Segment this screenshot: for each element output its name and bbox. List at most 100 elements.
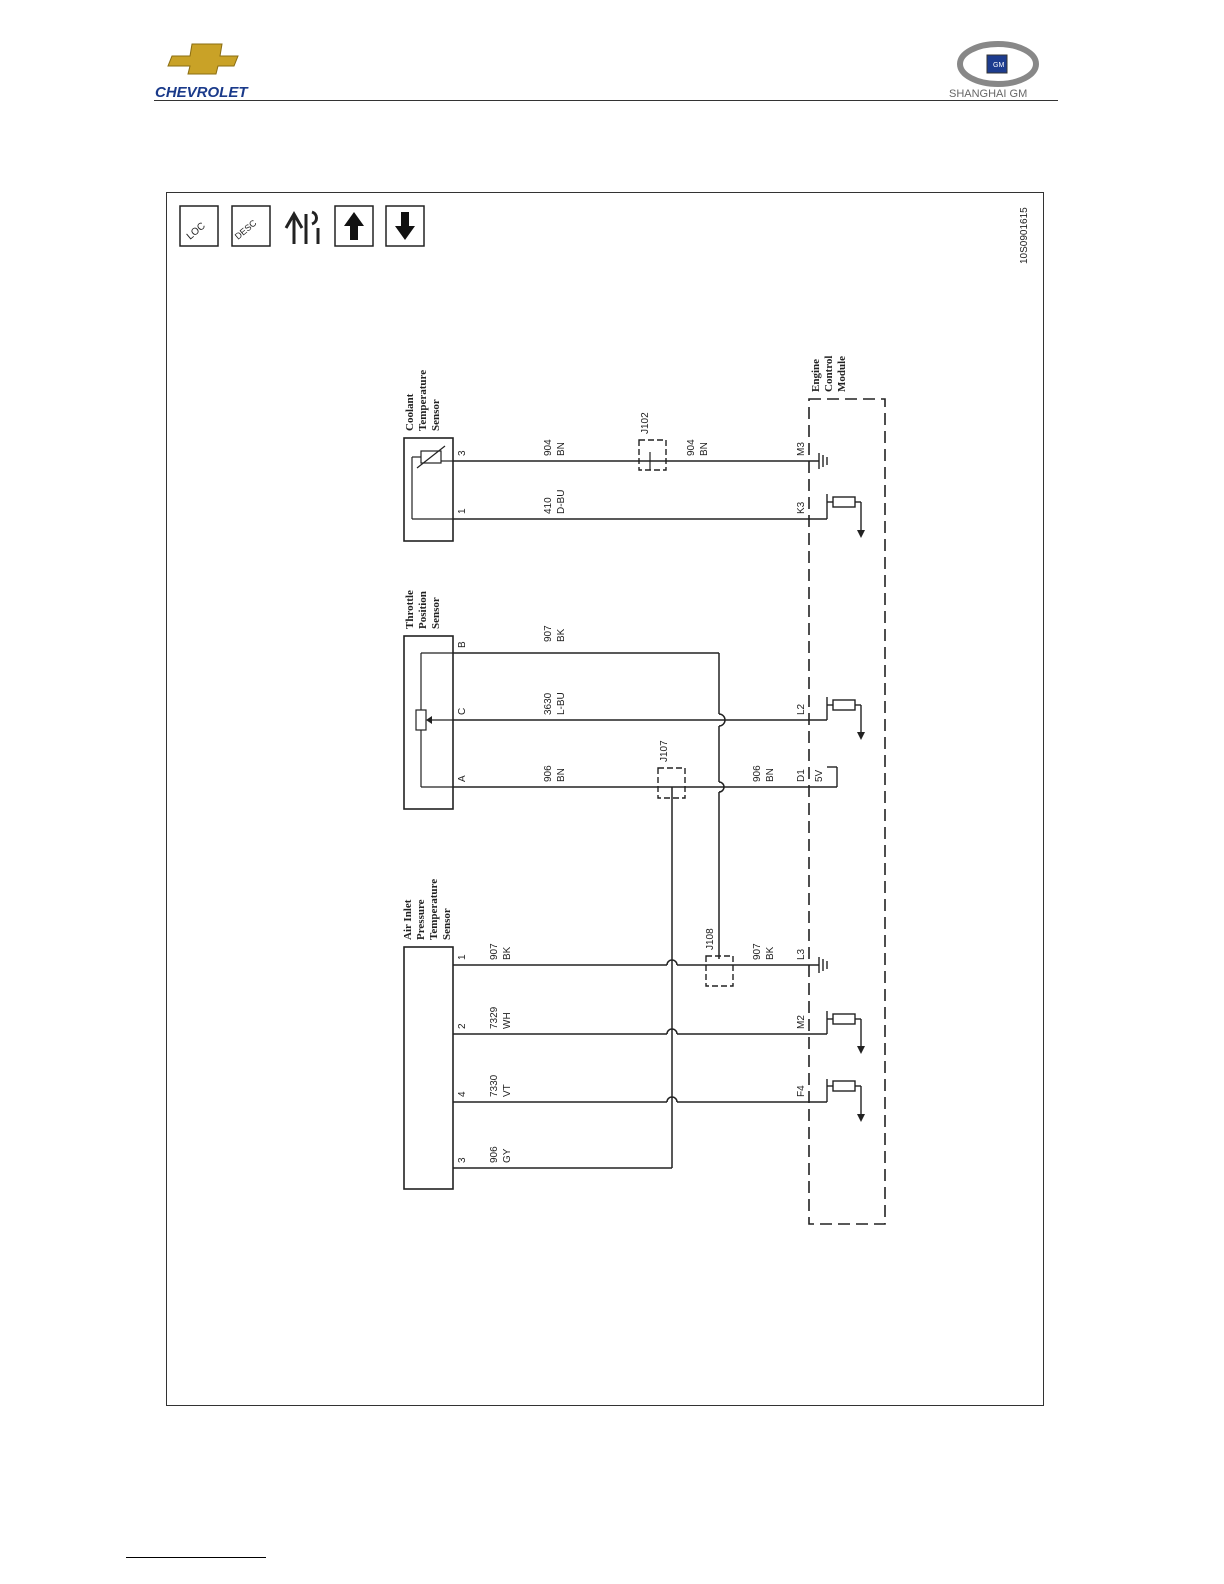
svg-text:BK: BK <box>502 946 513 960</box>
loc-button[interactable]: LOC <box>179 205 219 247</box>
svg-text:Sensor: Sensor <box>430 399 442 431</box>
wire-air-inlet-4: 4 7330 VT F4 <box>453 1074 827 1103</box>
svg-text:Module: Module <box>836 356 848 392</box>
svg-text:VT: VT <box>502 1084 513 1097</box>
down-arrow-icon <box>395 212 415 240</box>
svg-text:907: 907 <box>489 943 500 960</box>
svg-text:D1: D1 <box>796 769 807 782</box>
svg-text:Air Inlet: Air Inlet <box>402 899 414 940</box>
desc-button[interactable]: DESC <box>231 205 271 247</box>
coolant-sensor-box <box>403 437 454 542</box>
svg-text:L2: L2 <box>796 703 807 715</box>
svg-text:BN: BN <box>556 768 567 782</box>
splice-j108: J108 <box>705 928 734 987</box>
potentiometer-icon <box>415 652 453 788</box>
svg-text:907: 907 <box>752 943 763 960</box>
svg-text:2: 2 <box>457 1023 468 1029</box>
tools-icon[interactable] <box>284 210 320 244</box>
svg-text:Temperature: Temperature <box>417 370 429 431</box>
svg-text:BK: BK <box>765 946 776 960</box>
svg-text:1: 1 <box>457 954 468 960</box>
gm-badge-text: GM <box>993 62 1004 69</box>
up-arrow-icon <box>344 212 364 240</box>
svg-text:Sensor: Sensor <box>441 908 453 940</box>
svg-text:WH: WH <box>502 1012 513 1029</box>
svg-text:Control: Control <box>823 356 835 392</box>
pullup-resistor-icon-l2 <box>826 697 865 740</box>
up-arrow-button[interactable] <box>334 205 374 247</box>
svg-text:5V: 5V <box>814 769 825 782</box>
wire-air-inlet-1: 1 907 BK 907 BK L3 <box>453 943 819 966</box>
svg-text:906: 906 <box>543 765 554 782</box>
wire-air-inlet-3: 3 906 GY <box>453 1146 672 1169</box>
svg-text:BK: BK <box>556 628 567 642</box>
svg-text:L3: L3 <box>796 948 807 960</box>
svg-text:A: A <box>457 775 468 782</box>
svg-text:Position: Position <box>417 591 429 629</box>
svg-text:907: 907 <box>543 625 554 642</box>
svg-text:BN: BN <box>556 442 567 456</box>
svg-text:3630: 3630 <box>543 692 554 715</box>
shanghai-gm-wordmark: SHANGHAI GM <box>949 88 1028 100</box>
svg-text:3: 3 <box>457 1157 468 1163</box>
svg-text:7330: 7330 <box>489 1074 500 1097</box>
throttle-sensor-label: Throttle Position Sensor <box>404 590 442 629</box>
svg-text:4: 4 <box>457 1091 468 1097</box>
wire-coolant-3: 3 904 BN 904 BN M3 <box>453 439 819 462</box>
svg-text:410: 410 <box>543 497 554 514</box>
svg-text:C: C <box>457 708 468 715</box>
splice-j107: J107 <box>657 740 686 1168</box>
pullup-resistor-icon-k3 <box>826 494 865 538</box>
svg-text:Coolant: Coolant <box>404 393 416 431</box>
wire-throttle-a: A 906 BN 906 BN D1 5V <box>453 765 837 788</box>
air-inlet-sensor-box <box>403 946 454 1190</box>
splice-j102: J102 <box>638 412 667 471</box>
svg-text:J108: J108 <box>705 928 716 950</box>
svg-text:M3: M3 <box>796 442 807 456</box>
svg-text:GY: GY <box>502 1148 513 1163</box>
svg-text:L-BU: L-BU <box>556 692 567 715</box>
figure-id: 10S0901615 <box>1019 207 1030 264</box>
svg-text:BN: BN <box>699 442 710 456</box>
svg-text:904: 904 <box>543 439 554 456</box>
footnote-rule <box>126 1557 266 1558</box>
throttle-sensor-box <box>403 635 454 810</box>
wire-throttle-c: C 3630 L-BU L2 <box>453 692 827 721</box>
svg-text:F4: F4 <box>796 1085 807 1097</box>
thermistor-icon <box>411 445 453 520</box>
coolant-sensor-label: Coolant Temperature Sensor <box>404 370 442 431</box>
svg-text:Engine: Engine <box>810 359 822 392</box>
pullup-resistor-icon-m2 <box>826 1011 865 1054</box>
ground-icon-l3 <box>818 957 828 973</box>
svg-text:J102: J102 <box>640 412 651 434</box>
svg-text:906: 906 <box>752 765 763 782</box>
pullup-resistor-icon-f4 <box>826 1079 865 1122</box>
diagram-frame <box>166 192 1044 1406</box>
svg-text:M2: M2 <box>796 1015 807 1029</box>
wire-coolant-1: 1 410 D-BU K3 <box>453 490 827 520</box>
header-divider <box>154 100 1058 101</box>
svg-text:Throttle: Throttle <box>404 590 416 629</box>
svg-text:7329: 7329 <box>489 1006 500 1029</box>
ecm-box <box>808 398 886 1225</box>
ground-icon-m3 <box>818 453 828 469</box>
svg-text:K3: K3 <box>796 501 807 514</box>
svg-text:1: 1 <box>457 508 468 514</box>
svg-text:904: 904 <box>686 439 697 456</box>
wire-air-inlet-2: 2 7329 WH M2 <box>453 1006 827 1035</box>
air-inlet-sensor-label: Air Inlet Pressure Temperature Sensor <box>402 879 453 940</box>
svg-text:BN: BN <box>765 768 776 782</box>
svg-text:J107: J107 <box>659 740 670 762</box>
svg-text:906: 906 <box>489 1146 500 1163</box>
svg-text:Temperature: Temperature <box>428 879 440 940</box>
svg-text:Pressure: Pressure <box>415 899 427 940</box>
supply-5v-icon <box>827 766 838 787</box>
svg-text:3: 3 <box>457 450 468 456</box>
svg-text:B: B <box>457 641 468 648</box>
wire-throttle-b: B 907 BK <box>453 625 726 959</box>
svg-text:Sensor: Sensor <box>430 597 442 629</box>
svg-text:D-BU: D-BU <box>556 490 567 514</box>
chevrolet-wordmark: CHEVROLET <box>155 84 248 101</box>
down-arrow-button[interactable] <box>385 205 425 247</box>
